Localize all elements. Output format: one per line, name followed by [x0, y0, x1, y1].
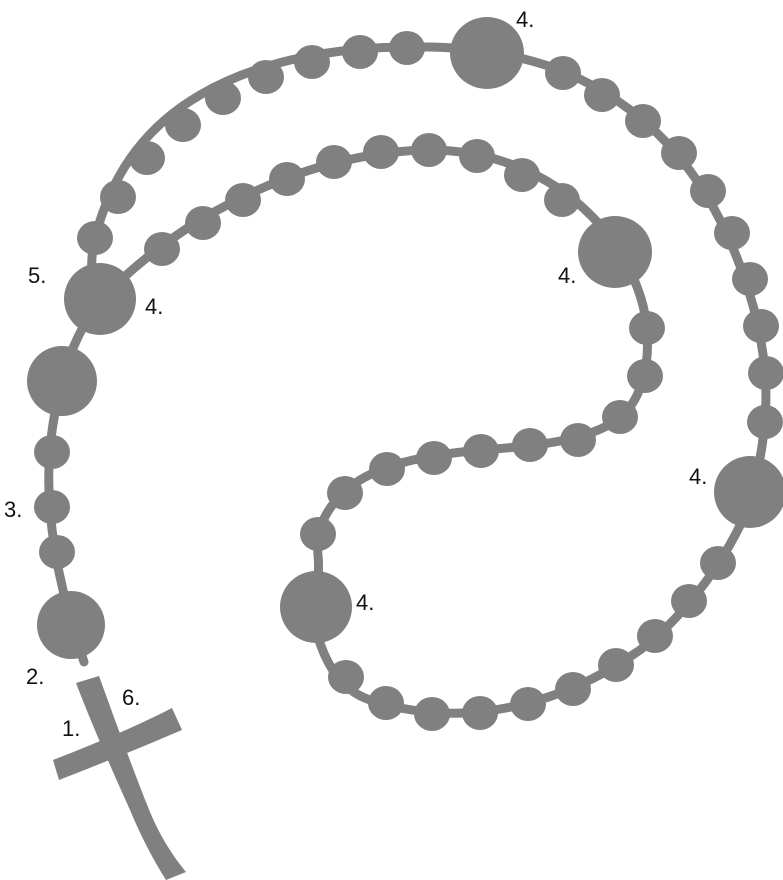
small-bead [544, 183, 580, 217]
label-decade-right: 4. [689, 466, 707, 488]
small-bead [300, 517, 336, 551]
small-bead [602, 400, 638, 434]
small-bead [714, 216, 750, 250]
large-bead [714, 456, 783, 528]
inner-loop-cord [100, 150, 648, 610]
large-bead [37, 591, 105, 659]
small-bead [39, 535, 75, 569]
small-bead [34, 435, 70, 469]
small-bead [165, 108, 201, 142]
small-bead [671, 584, 707, 618]
small-bead [510, 687, 546, 721]
large-bead [450, 17, 524, 89]
small-bead [327, 476, 363, 510]
small-bead [637, 619, 673, 653]
small-bead [661, 136, 697, 170]
small-bead [512, 428, 548, 462]
label-cross-end: 6. [122, 687, 140, 709]
label-decade-bottom: 4. [356, 592, 374, 614]
small-bead [414, 697, 450, 731]
small-bead [248, 60, 284, 94]
label-decade-top: 4. [516, 9, 534, 31]
centerpiece [64, 263, 136, 335]
small-bead [342, 35, 378, 69]
large-bead [280, 571, 352, 643]
label-decade-left-outer: 4. [145, 296, 163, 318]
small-bead [328, 660, 364, 694]
small-bead [316, 145, 352, 179]
large-bead [27, 346, 97, 416]
small-bead [411, 133, 447, 167]
small-bead [269, 162, 305, 196]
small-bead [560, 423, 596, 457]
small-bead [462, 696, 498, 730]
small-bead [629, 311, 665, 345]
small-bead [598, 648, 634, 682]
small-bead [555, 672, 591, 706]
small-bead [369, 452, 405, 486]
small-bead [747, 405, 783, 439]
small-bead [34, 490, 70, 524]
small-bead [627, 359, 663, 393]
label-three-small-beads: 3. [4, 499, 22, 521]
small-bead [294, 45, 330, 79]
label-crucifix: 1. [62, 718, 80, 740]
label-first-large-bead: 2. [26, 666, 44, 688]
small-bead [100, 180, 136, 214]
small-bead [743, 309, 779, 343]
small-bead [504, 158, 540, 192]
small-bead [205, 81, 241, 115]
small-bead [700, 546, 736, 580]
small-bead [225, 183, 261, 217]
small-bead [129, 141, 165, 175]
crucifix [53, 676, 186, 880]
small-bead [545, 56, 581, 90]
small-bead [459, 139, 495, 173]
small-bead [368, 686, 404, 720]
small-bead [690, 174, 726, 208]
small-bead [185, 206, 221, 240]
small-bead [463, 434, 499, 468]
small-bead [77, 221, 113, 255]
label-decade-upper-inner: 4. [558, 265, 576, 287]
small-bead [389, 31, 425, 65]
small-bead [732, 262, 768, 296]
small-bead [144, 232, 180, 266]
small-bead [748, 356, 783, 390]
small-bead [416, 441, 452, 475]
small-bead [625, 104, 661, 138]
small-bead [584, 78, 620, 112]
label-centerpiece: 5. [28, 265, 46, 287]
large-bead [578, 216, 652, 288]
small-bead [363, 135, 399, 169]
